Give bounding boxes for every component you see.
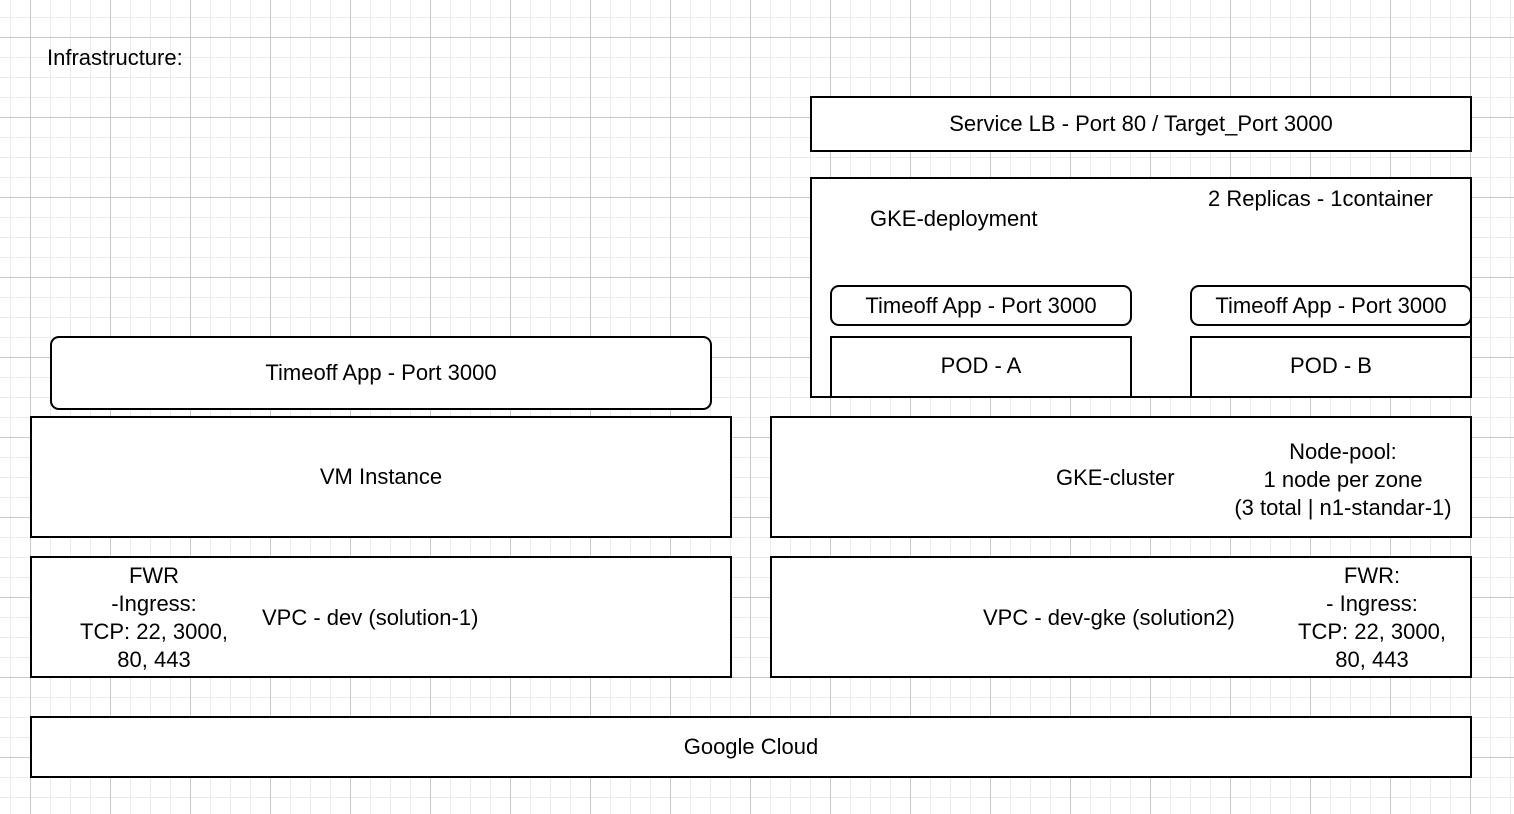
vm-instance-box[interactable]: VM Instance [30,416,732,538]
firewall-line: 80, 443 [1335,647,1409,672]
node-pool-line: (3 total | n1-standar-1) [1234,495,1452,520]
vm-app-box[interactable]: Timeoff App - Port 3000 [50,336,712,410]
google-cloud-box[interactable]: Google Cloud [30,716,1472,778]
service-lb-label: Service LB - Port 80 / Target_Port 3000 [949,111,1333,136]
firewall-line: 80, 443 [117,647,191,672]
firewall-line: - Ingress: [1326,591,1418,616]
node-pool-line: 1 node per zone [1263,467,1423,492]
firewall-line: TCP: 22, 3000, [80,619,228,644]
pod-a-app-label: Timeoff App - Port 3000 [865,292,1097,318]
google-cloud-label: Google Cloud [683,734,819,759]
vpc-gke-label: VPC - dev-gke (solution2) [983,605,1235,630]
firewall-line: TCP: 22, 3000, [1298,619,1446,644]
vpc-dev-firewall-text: FWR -Ingress: TCP: 22, 3000, 80, 443 [44,562,264,674]
vpc-dev-label: VPC - dev (solution-1) [262,605,479,630]
pod-b-app-box[interactable]: Timeoff App - Port 3000 [1190,285,1472,326]
vpc-dev-box[interactable]: FWR -Ingress: TCP: 22, 3000, 80, 443 VPC… [30,556,732,678]
gke-cluster-box[interactable]: GKE-cluster Node-pool: 1 node per zone (… [770,416,1472,538]
pod-a-box[interactable]: POD - A [830,336,1132,398]
gke-cluster-label: GKE-cluster [1056,465,1175,490]
service-lb-box[interactable]: Service LB - Port 80 / Target_Port 3000 [810,96,1472,152]
node-pool-line: Node-pool: [1289,439,1397,464]
pod-a-app-box[interactable]: Timeoff App - Port 3000 [830,285,1132,326]
vpc-gke-box[interactable]: VPC - dev-gke (solution2) FWR: - Ingress… [770,556,1472,678]
pod-b-box[interactable]: POD - B [1190,336,1472,398]
node-pool-text: Node-pool: 1 node per zone (3 total | n1… [1220,438,1466,522]
pod-b-app-label: Timeoff App - Port 3000 [1215,292,1447,318]
replicas-label: 2 Replicas - 1container [1208,186,1434,211]
vm-instance-label: VM Instance [319,464,443,489]
diagram-title: Infrastructure: [47,45,183,70]
gke-deployment-label: GKE-deployment [870,206,1038,231]
vpc-gke-firewall-text: FWR: - Ingress: TCP: 22, 3000, 80, 443 [1272,562,1472,674]
firewall-line: -Ingress: [111,591,197,616]
vm-app-label: Timeoff App - Port 3000 [265,360,497,385]
firewall-line: FWR [128,563,180,588]
gke-deployment-bottom-edge [810,396,1472,398]
pod-a-label: POD - A [940,353,1022,378]
pod-b-label: POD - B [1290,353,1372,378]
firewall-line: FWR: [1343,563,1401,588]
